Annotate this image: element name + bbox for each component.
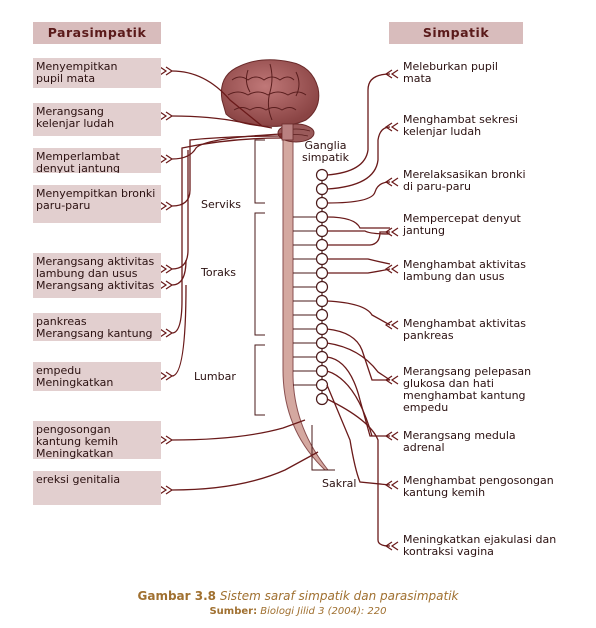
symp-effect-heart: Mempercepat denyut jantung xyxy=(403,212,521,237)
symp-effect-glucose: Merangsang pelepasan glukosa dan hati me… xyxy=(403,365,532,414)
symp-effect-pancreas: Menghambat aktivitas pankreas xyxy=(403,317,527,342)
source-text: Biologi Jilid 3 (2004): 220 xyxy=(260,606,387,617)
symp-effect-pupil: Meleburkan pupil mata xyxy=(403,60,498,85)
nervous-system-diagram xyxy=(159,59,399,551)
figure-number: Gambar 3.8 xyxy=(137,589,217,603)
para-effect-salivary: Merangsang kelenjar ludah xyxy=(33,103,161,136)
para-effect-gallbladder: empedu Meningkatkan xyxy=(33,362,161,391)
symp-effect-bronchi: Merelaksasikan bronki di paru-paru xyxy=(403,168,526,193)
figure-source: Sumber: Biologi Jilid 3 (2004): 220 xyxy=(0,606,596,617)
para-effect-pupil: Menyempitkan pupil mata xyxy=(33,58,161,88)
symp-effect-bladder: Menghambat pengosongan kantung kemih xyxy=(403,474,554,499)
para-effect-pancreas: pankreas Merangsang kantung xyxy=(33,313,161,341)
lumbar-label: Lumbar xyxy=(193,370,237,383)
ganglia-label: Ganglia simpatik xyxy=(302,139,349,164)
symp-effect-salivary: Menghambat sekresi kelenjar ludah xyxy=(403,113,518,138)
toraks-label: Toraks xyxy=(200,266,237,279)
sympathetic-nerves xyxy=(326,73,391,547)
serviks-label: Serviks xyxy=(200,198,242,211)
ganglion-chain xyxy=(315,168,329,406)
sympathetic-header: Simpatik xyxy=(389,22,523,44)
segment-brackets xyxy=(254,139,335,471)
source-label: Sumber: xyxy=(209,606,258,617)
brain xyxy=(220,59,320,143)
parasympathetic-header: Parasimpatik xyxy=(33,22,161,44)
parasympathetic-nerves xyxy=(171,70,319,491)
para-effect-digestion: Merangsang aktivitas lambung dan usus Me… xyxy=(33,253,161,298)
sakral-label: Sakral xyxy=(321,477,358,490)
symp-effect-adrenal: Merangsang medula adrenal xyxy=(403,429,516,454)
para-effect-bronchi: Menyempitkan bronki paru-paru xyxy=(33,185,161,223)
symp-effect-ejaculation: Meningkatkan ejakulasi dan kontraksi vag… xyxy=(403,533,557,558)
figure-caption: Gambar 3.8 Sistem saraf simpatik dan par… xyxy=(0,589,596,603)
figure-title: Sistem saraf simpatik dan parasimpatik xyxy=(219,589,459,603)
para-effect-genitalia: ereksi genitalia xyxy=(33,471,161,505)
para-effect-bladder: pengosongan kantung kemih Meningkatkan xyxy=(33,421,161,459)
symp-effect-digestion: Menghambat aktivitas lambung dan usus xyxy=(403,258,527,283)
para-effect-heart: Memperlambat denyut jantung xyxy=(33,148,161,173)
